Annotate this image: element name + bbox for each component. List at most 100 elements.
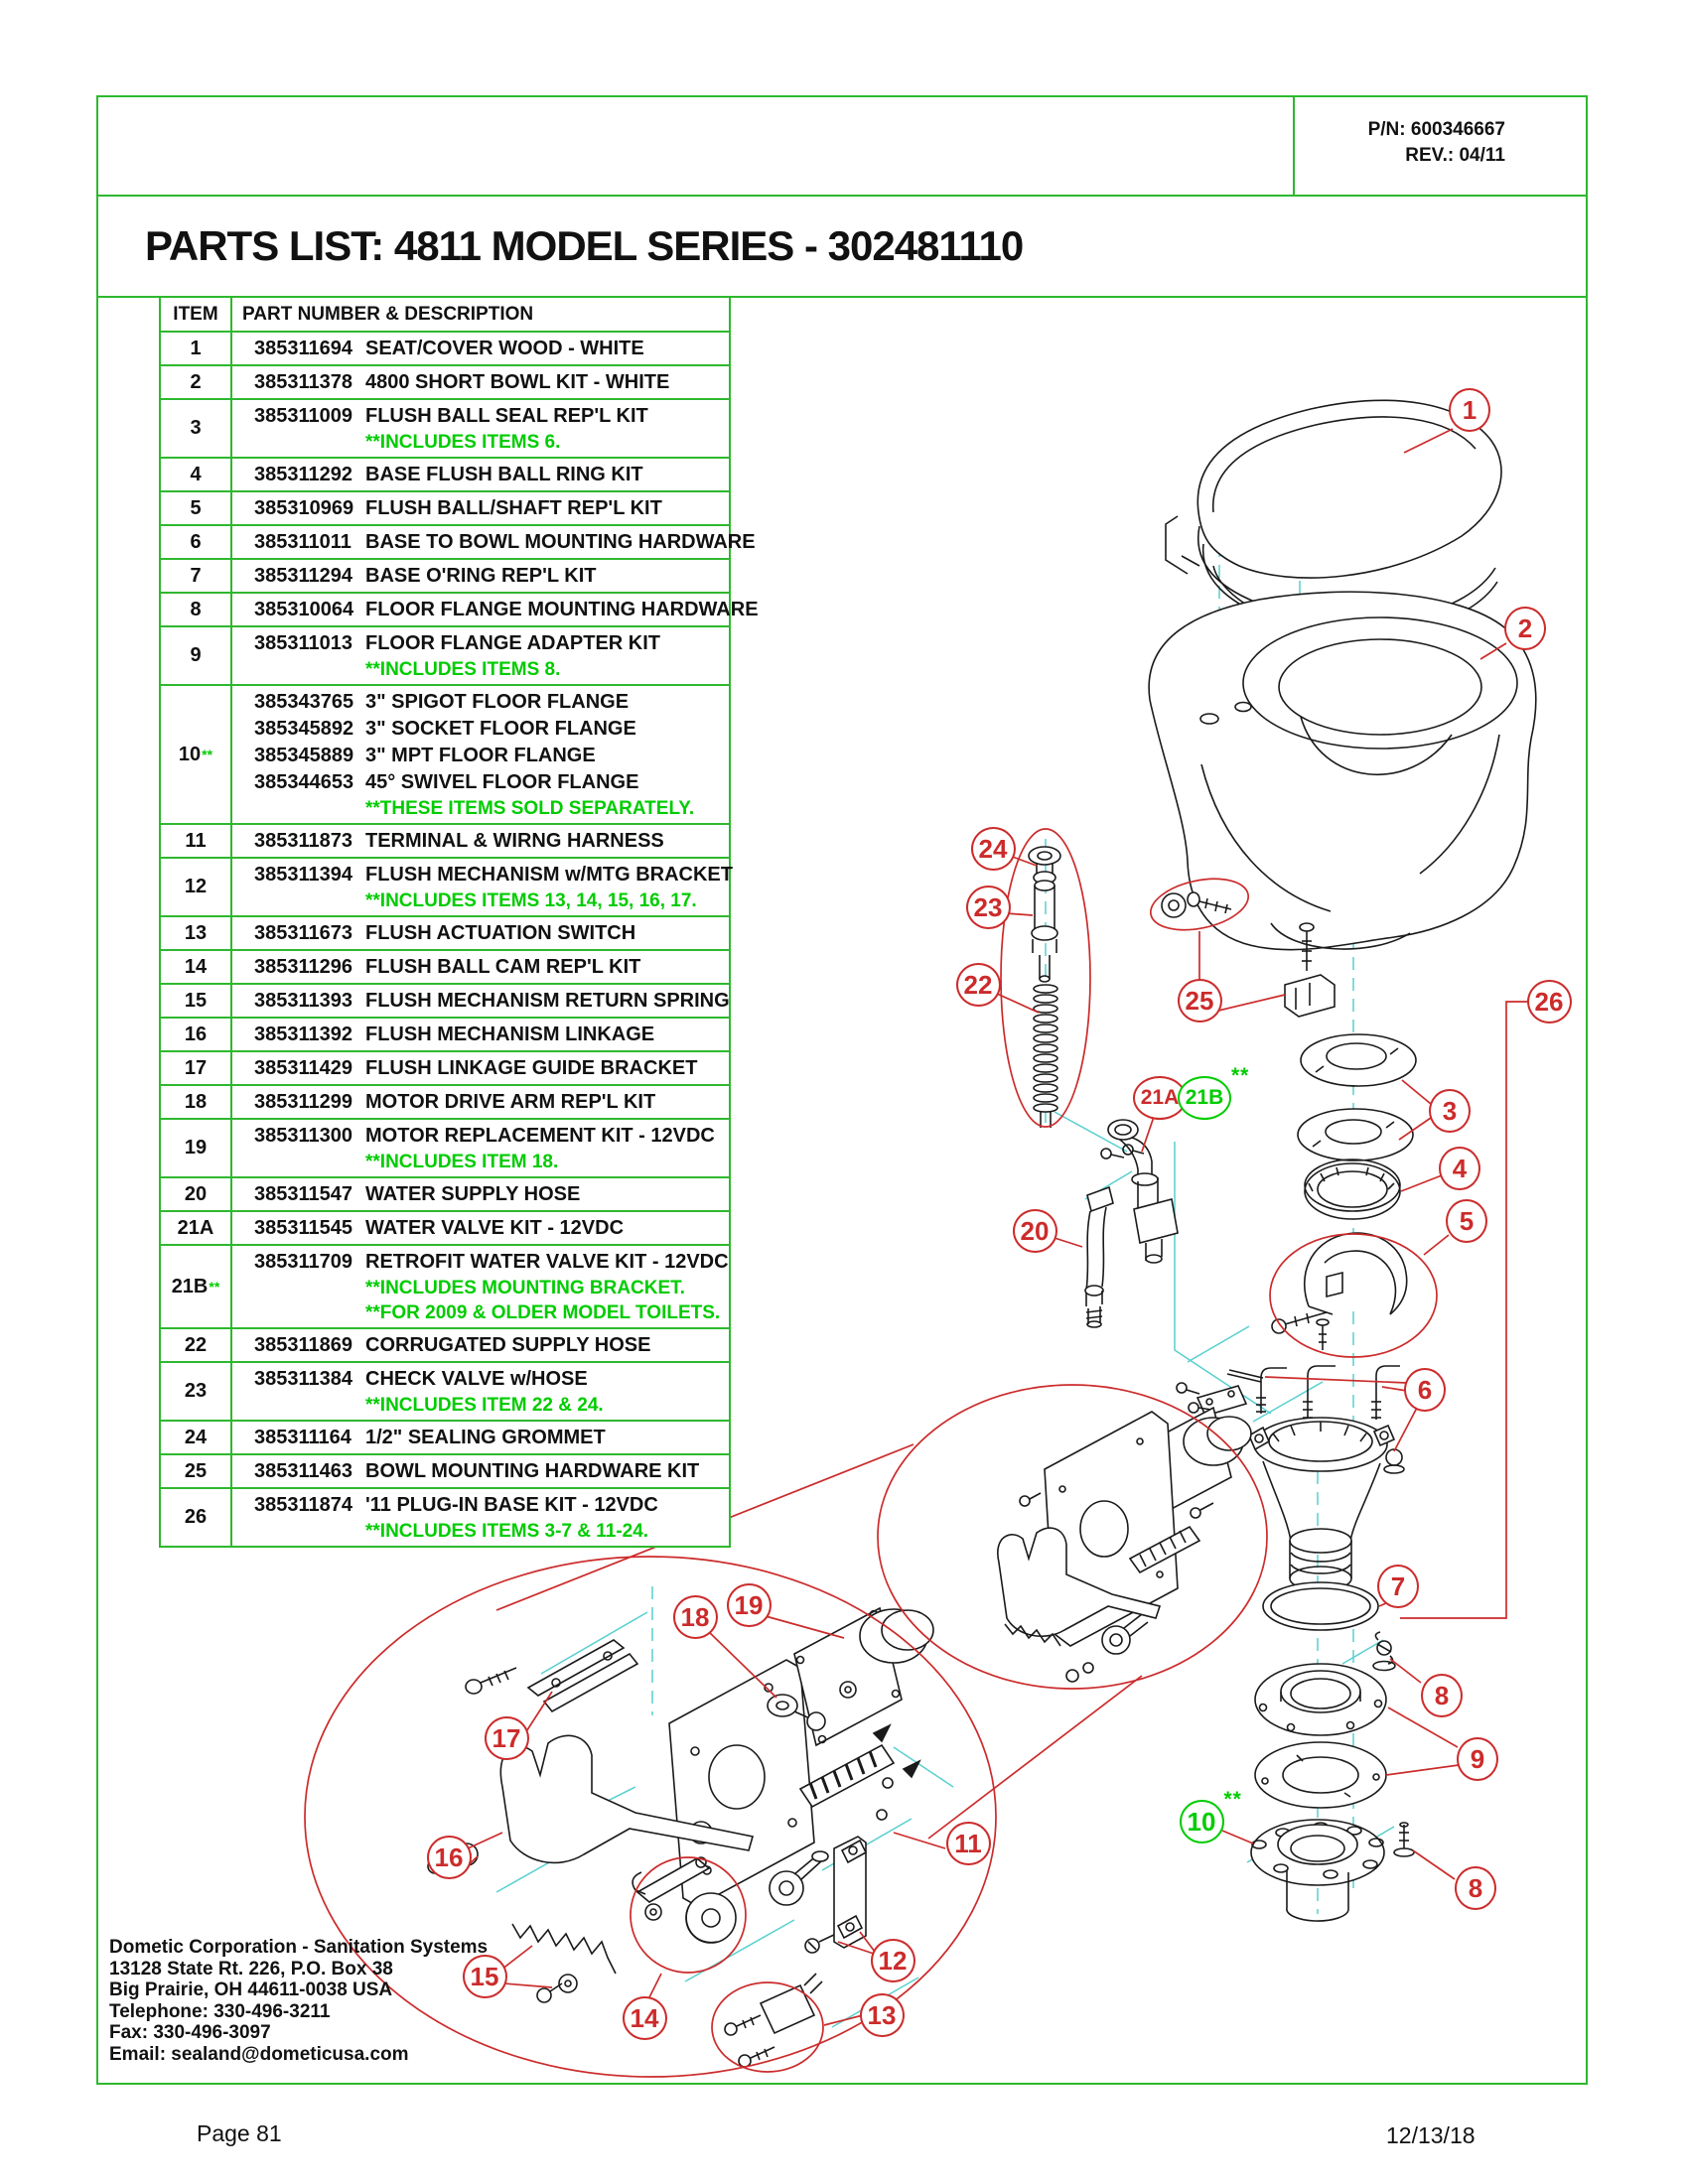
callout-26: 26 [1526,980,1572,1024]
part-number: 385311394 [254,863,353,886]
col-header-part: PART NUMBER & DESCRIPTION [242,303,534,325]
part-number: 385310969 [254,496,354,519]
o-ring-inner-art [1270,1587,1371,1625]
part-description: SEAT/COVER WOOD - WHITE [365,337,644,359]
item-number: 19 [161,1120,232,1176]
part-description: TERMINAL & WIRNG HARNESS [365,829,664,852]
part-number: 385311013 [254,631,353,654]
part-description: FLUSH MECHANISM w/MTG BRACKET [365,863,733,886]
supply-hose-art [1084,1185,1114,1328]
item-number: 21B** [161,1246,232,1327]
o-ring-art [1262,1581,1379,1631]
part-number: 385311392 [254,1023,353,1045]
header-divider [96,195,1586,197]
part-note: **INCLUDES ITEM 18. [365,1151,559,1172]
part-description: 3" SPIGOT FLOOR FLANGE [365,690,630,713]
part-number: 385311011 [254,530,352,553]
bowl-art [1148,591,1537,951]
callout-8: 8 [1455,1866,1496,1910]
callout-23: 23 [965,886,1011,929]
callout-sup-10: ** [1223,1788,1242,1811]
callout-15: 15 [462,1955,507,1998]
part-description: FLUSH BALL CAM REP'L KIT [365,955,641,978]
part-description: FLUSH BALL SEAL REP'L KIT [365,404,648,427]
ball-ring-art [1304,1159,1401,1220]
callout-1: 1 [1449,388,1490,432]
item-number: 18 [161,1086,232,1118]
callout-20: 20 [1012,1209,1057,1253]
part-description: 4800 SHORT BOWL KIT - WHITE [365,370,670,393]
part-description: 45° SWIVEL FLOOR FLANGE [365,770,639,793]
part-number: 385311164 [254,1426,352,1448]
part-note: **FOR 2009 & OLDER MODEL TOILETS. [365,1301,721,1323]
callout-11: 11 [945,1822,991,1865]
col-header-item: ITEM [161,298,232,331]
callout-5: 5 [1446,1199,1487,1243]
item-number: 17 [161,1052,232,1084]
part-line: 385311300 MOTOR REPLACEMENT KIT - 12VDC [254,1123,725,1150]
pn-box-divider [1293,95,1295,197]
part-number: 385311463 [254,1459,353,1482]
part-description: 1/2" SEALING GROMMET [365,1426,606,1448]
callout-10: 10 [1179,1800,1224,1843]
part-number: 385311874 [254,1493,353,1516]
callout-8: 8 [1421,1674,1463,1717]
water-valve-art [1100,1119,1179,1264]
page-border [96,95,1588,2085]
part-number: 385344653 [254,770,354,793]
part-cell: 385311300 MOTOR REPLACEMENT KIT - 12VDC **… [232,1120,729,1176]
part-number: 385311300 [254,1124,353,1147]
part-description: MOTOR REPLACEMENT KIT - 12VDC [365,1124,715,1147]
part-number: 385311009 [254,404,353,427]
part-description: BASE TO BOWL MOUNTING HARDWARE [365,530,756,553]
mechanism-art [427,1606,934,2068]
part-number: 385311299 [254,1090,353,1113]
part-number: 385345889 [254,744,354,766]
base-assembly-art [997,1406,1252,1683]
check-valve-art [1028,846,1061,1128]
parts-table-header: ITEM PART NUMBER & DESCRIPTION [161,298,729,331]
company-line: Telephone: 330-496-3211 [109,2000,331,2022]
item-number: 2 [161,366,232,398]
part-line: 385311394 FLUSH MECHANISM w/MTG BRACKET [254,862,733,888]
item-number: 11 [161,825,232,857]
item-number: 4 [161,459,232,490]
part-note: **INCLUDES ITEMS 8. [365,658,561,680]
item-number: 9 [161,627,232,684]
part-number: 385311296 [254,955,353,978]
callout-14: 14 [622,1996,667,2040]
item-number: 8 [161,594,232,625]
part-line: 385311164 1/2" SEALING GROMMET [254,1425,725,1451]
callout-12: 12 [870,1939,915,1982]
